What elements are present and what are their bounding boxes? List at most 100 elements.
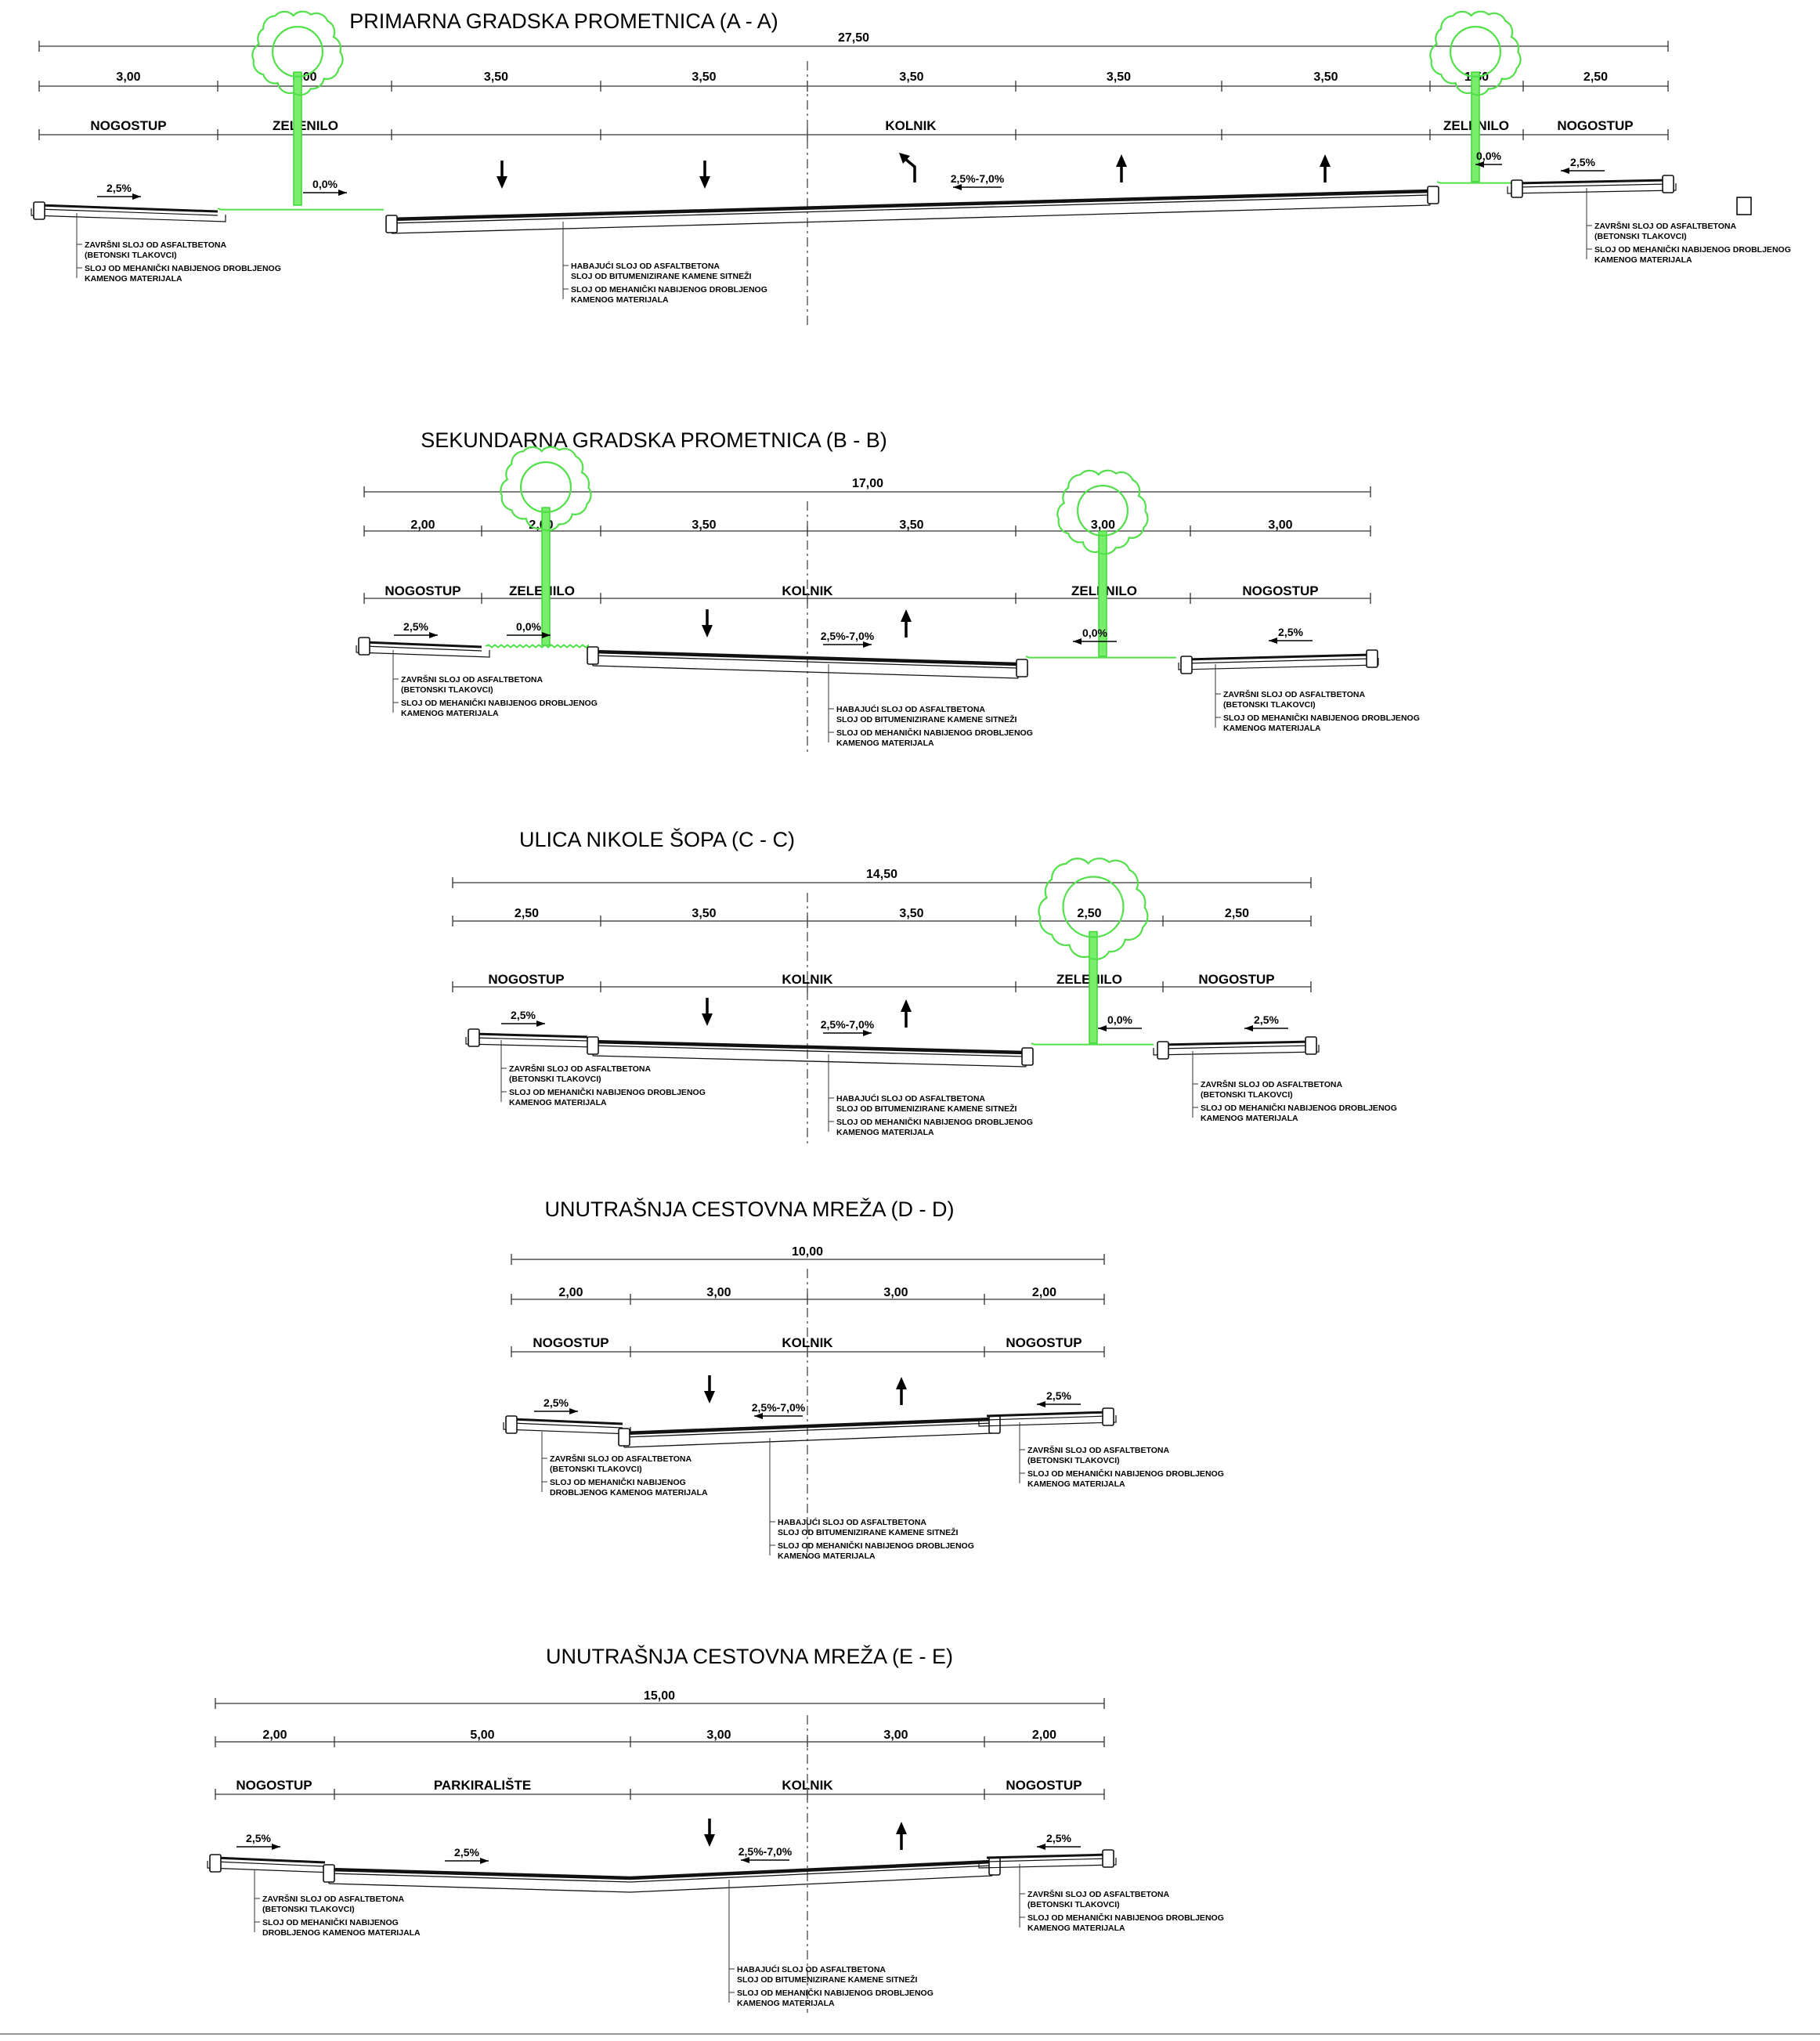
layer-note: KAMENOG MATERIJALA (778, 1552, 876, 1561)
carriageway-binder-layer (623, 1422, 993, 1438)
slope-arrow-icon (754, 1413, 763, 1419)
curb-stone (1016, 659, 1028, 677)
sidewalk-surface (986, 1411, 1109, 1418)
layer-note: SLOJ OD MEHANIČKI NABIJENOG DROBLJENOG (509, 1087, 706, 1097)
section-a-a: PRIMARNA GRADSKA PROMETNICA (A - A)27,50… (31, 9, 1791, 329)
lane-arrow-up-icon (901, 609, 912, 622)
zone-label: NOGOSTUP (90, 118, 166, 133)
slope-arrow-icon (863, 641, 872, 648)
layer-note: ZAVRŠNI SLOJ OD ASFALTBETONA (85, 240, 226, 250)
slope-label: 2,5% (1046, 1832, 1071, 1844)
sidewalk-layer (986, 1415, 1109, 1421)
slope-arrow-icon (1037, 1401, 1045, 1407)
sidewalk-surface (473, 1032, 588, 1039)
slope-arrow-icon (1037, 1844, 1045, 1850)
layer-note: KAMENOG MATERIJALA (85, 274, 182, 284)
slope-arrow-icon (272, 1844, 280, 1850)
slope-arrow-icon (480, 1858, 489, 1864)
lane-arrow-up-icon (896, 1377, 907, 1389)
sidewalk-base (1178, 658, 1379, 670)
zone-label: PARKIRALIŠTE (434, 1778, 531, 1793)
layer-note: HABAJUĆI SLOJ OD ASFALTBETONA (737, 1964, 886, 1974)
lane-arrow-down-icon (497, 176, 507, 189)
lane-arrow-up-icon (1320, 154, 1331, 167)
slope-arrow-icon (741, 1857, 749, 1863)
curb-stone (358, 637, 370, 656)
width-label: 2,50 (515, 907, 539, 920)
lane-arrow-down-icon (704, 1834, 715, 1847)
width-label: 3,50 (899, 70, 923, 84)
layer-note: KAMENOG MATERIJALA (509, 1098, 607, 1107)
zone-label: NOGOSTUP (488, 972, 564, 987)
slope-label: 2,5% (1254, 1013, 1279, 1026)
layer-note: SLOJ OD MEHANIČKI NABIJENOG (550, 1477, 686, 1487)
width-label: 2,00 (410, 518, 435, 532)
curb-stone (988, 1857, 1001, 1876)
width-label: 3,00 (706, 1286, 731, 1299)
curb-stone (1021, 1047, 1034, 1066)
carriageway-base (592, 665, 1019, 679)
curb-stone (1736, 197, 1752, 215)
slope-label: 2,5%-7,0% (821, 1018, 875, 1031)
width-label: 3,50 (692, 907, 716, 920)
layer-note: SLOJ OD MEHANIČKI NABIJENOG DROBLJENOG (1027, 1913, 1224, 1923)
curb-stone (587, 1036, 599, 1055)
sidewalk-base (503, 1422, 631, 1435)
slope-arrow-icon (1098, 1025, 1107, 1031)
section-title: UNUTRAŠNJA CESTOVNA MREŽA (D - D) (544, 1197, 954, 1221)
layer-note: (BETONSKI TLAKOVCI) (85, 251, 177, 260)
width-label: 2,00 (1032, 1729, 1056, 1742)
layer-note: (BETONSKI TLAKOVCI) (509, 1075, 601, 1084)
width-label: 3,00 (706, 1729, 731, 1742)
lane-arrow-up-icon (901, 999, 912, 1012)
width-label: 3,50 (899, 907, 923, 920)
sidewalk-base (978, 1415, 1117, 1427)
grass-strip (1025, 656, 1176, 659)
sidewalk-base (356, 645, 490, 658)
width-label: 3,50 (484, 70, 508, 84)
sidewalk-layer (363, 645, 482, 652)
slope-label: 2,5%-7,0% (738, 1845, 793, 1858)
curb-stone (1511, 179, 1523, 198)
layer-note: HABAJUĆI SLOJ OD ASFALTBETONA (836, 1093, 985, 1104)
layer-note: SLOJ OD MEHANIČKI NABIJENOG DROBLJENOG (778, 1541, 974, 1551)
curb-stone (323, 1864, 335, 1883)
lane-arrow-down-icon (702, 1013, 713, 1026)
curb-stone (209, 1854, 222, 1873)
curb-stone (1305, 1036, 1317, 1055)
carriageway-binder-layer (391, 194, 1431, 224)
curb-stone (1102, 1849, 1114, 1868)
width-label: 3,00 (1268, 518, 1292, 532)
zone-label: NOGOSTUP (385, 583, 460, 598)
sidewalk-layer (1186, 658, 1371, 664)
sidewalk-layer (215, 1861, 326, 1867)
layer-note: ZAVRŠNI SLOJ OD ASFALTBETONA (509, 1064, 651, 1074)
slope-arrow-icon (569, 1408, 578, 1414)
layer-note: ZAVRŠNI SLOJ OD ASFALTBETONA (1027, 1445, 1169, 1455)
layer-note: KAMENOG MATERIJALA (1201, 1114, 1298, 1123)
carriageway-base (623, 1432, 993, 1448)
layer-note: SLOJ OD BITUMENIZIRANE KAMENE SITNEŽI (836, 1104, 1017, 1114)
left-turn-arrow-icon (899, 153, 910, 164)
slope-label: 0,0% (1107, 1013, 1132, 1026)
slope-label: 2,5%-7,0% (951, 172, 1005, 185)
total-dimension-label: 27,50 (838, 31, 869, 45)
sidewalk-base (1507, 183, 1677, 194)
sidewalk-layer (38, 208, 218, 216)
slope-label: 2,5% (1570, 156, 1595, 168)
layer-note: SLOJ OD MEHANIČKI NABIJENOG DROBLJENOG (1201, 1103, 1397, 1113)
tree-crown-icon (1076, 484, 1128, 536)
slope-label: 2,5%-7,0% (752, 1401, 806, 1414)
carriageway-base (328, 1875, 993, 1893)
section-title: SEKUNDARNA GRADSKA PROMETNICA (B - B) (421, 428, 887, 452)
zone-label: NOGOSTUP (236, 1778, 312, 1793)
zone-label: KOLNIK (782, 1778, 833, 1793)
slope-arrow-icon (338, 190, 347, 196)
layer-note: HABAJUĆI SLOJ OD ASFALTBETONA (571, 261, 720, 271)
slope-label: 2,5% (107, 182, 132, 194)
layer-note: ZAVRŠNI SLOJ OD ASFALTBETONA (401, 674, 543, 685)
width-label: 3,50 (899, 518, 923, 532)
carriageway-surface (592, 1039, 1027, 1055)
width-label: 3,50 (1313, 70, 1338, 84)
section-title: ULICA NIKOLE ŠOPA (C - C) (519, 827, 795, 851)
